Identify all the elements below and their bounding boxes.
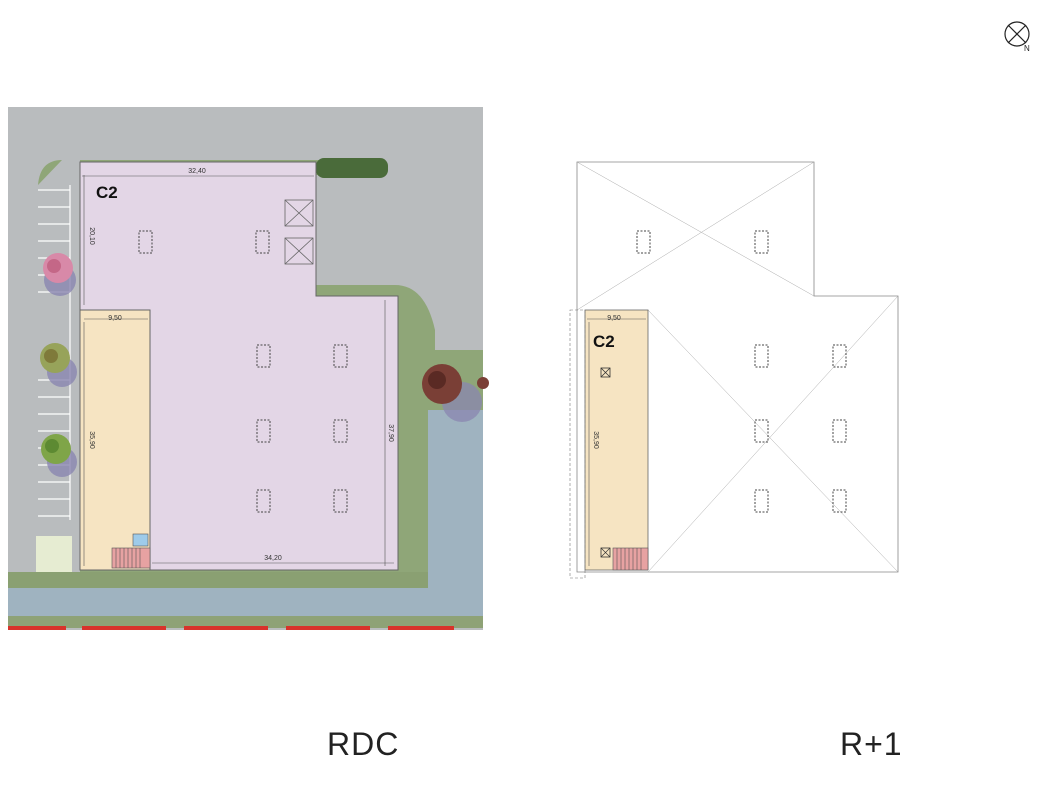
north-arrow-icon: N [1004, 21, 1030, 53]
pale-lot [36, 536, 72, 572]
r1-dim-office-width: 9,50 [607, 315, 621, 322]
r1-facade-frame [569, 309, 586, 579]
r1-dimension-lines [587, 318, 646, 566]
blue-lane-right [428, 410, 483, 590]
trees [40, 253, 489, 477]
grass-bottom-edge [8, 616, 483, 628]
r1-vent-icon [600, 367, 611, 378]
rdc-dim-right: 37,90 [387, 424, 394, 442]
r1-plan: 9,50 35,90 C2 [569, 161, 899, 579]
rdc-stair-icon [111, 533, 151, 569]
rdc-dim-office-height: 35,90 [88, 431, 95, 449]
rdc-unit-label: C2 [96, 183, 118, 202]
blue-lane-bottom [8, 588, 483, 618]
rdc-office-block [79, 309, 151, 571]
r1-stair-icon [600, 547, 649, 571]
r1-plan-title: R+1 [840, 726, 903, 762]
red-markings [8, 626, 454, 630]
rdc-dim-left-upper: 20,10 [88, 227, 95, 245]
rdc-dim-top: 32,40 [188, 168, 206, 175]
loading-doors [284, 199, 314, 265]
rdc-plan-title: RDC [327, 726, 400, 762]
r1-dim-office-height: 35,90 [592, 431, 599, 449]
grass-strip [8, 572, 483, 590]
hedge-top [316, 158, 388, 178]
rdc-dimension-lines [82, 175, 394, 566]
r1-unit-label: C2 [593, 332, 615, 351]
r1-office-block [584, 309, 649, 571]
rdc-plan: 32,40 20,10 9,50 35,90 37,90 34,20 C2 [8, 107, 489, 630]
compass-label: N [1024, 44, 1030, 53]
r1-roof-ridges [576, 161, 899, 573]
rdc-dim-bottom: 34,20 [264, 555, 282, 562]
rdc-dim-office-width: 9,50 [108, 315, 122, 322]
